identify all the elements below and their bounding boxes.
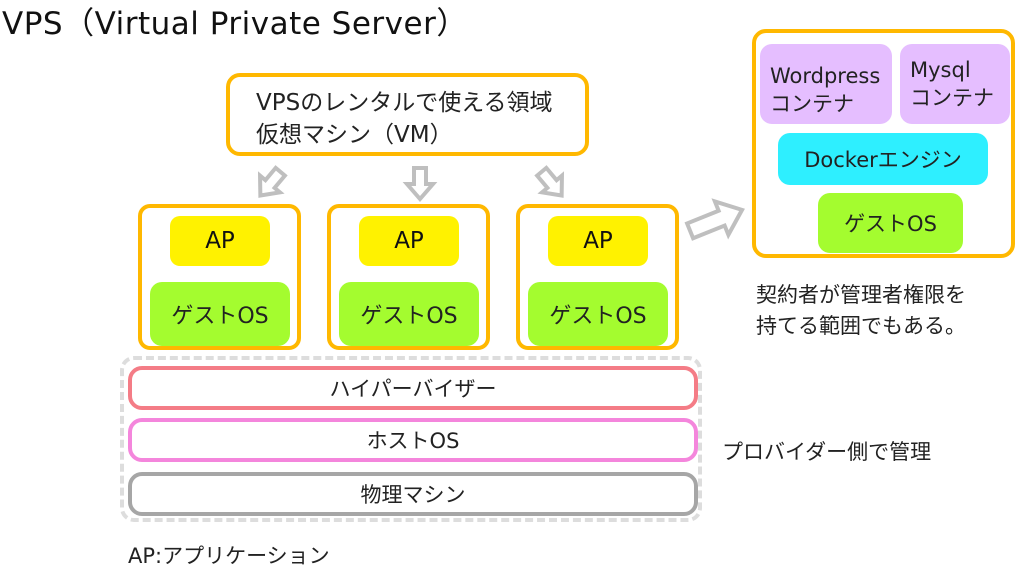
app-block: AP bbox=[359, 216, 459, 266]
provider-note: プロバイダー側で管理 bbox=[722, 440, 932, 464]
wordpress-container-block: Wordpress コンテナ bbox=[760, 44, 892, 124]
app-block: AP bbox=[548, 216, 648, 266]
contract-note-line2: 持てる範囲でもある。 bbox=[756, 314, 966, 338]
mysql-container-line1: Mysql bbox=[910, 58, 971, 82]
guest-os-block: ゲストOS bbox=[150, 282, 290, 346]
vm-box-1: AP ゲストOS bbox=[138, 204, 301, 350]
vm-box-2: AP ゲストOS bbox=[327, 204, 490, 350]
guest-os-block: ゲストOS bbox=[528, 282, 668, 346]
docker-guest-os-block: ゲストOS bbox=[818, 193, 963, 253]
legend-note: AP:アプリケーション bbox=[128, 544, 330, 568]
app-block: AP bbox=[170, 216, 270, 266]
mysql-container-line2: コンテナ bbox=[910, 86, 994, 110]
contract-note-line1: 契約者が管理者権限を bbox=[756, 283, 966, 307]
arrow-down-icon bbox=[402, 166, 438, 203]
arrow-down-left-icon bbox=[257, 165, 288, 198]
arrow-down-right-icon bbox=[534, 165, 565, 198]
docker-detail-box: Wordpress コンテナ Mysql コンテナ Dockerエンジン ゲスト… bbox=[752, 29, 1015, 258]
vm-box-3: AP ゲストOS bbox=[516, 204, 679, 350]
provider-managed-region: ハイパーバイザー ホストOS 物理マシン bbox=[120, 356, 702, 522]
vm-note-line1: VPSのレンタルで使える領域 bbox=[256, 90, 553, 116]
page-title: VPS（Virtual Private Server） bbox=[2, 6, 468, 42]
vm-note-box: VPSのレンタルで使える領域 仮想マシン（VM） bbox=[226, 73, 589, 156]
hypervisor-layer: ハイパーバイザー bbox=[128, 366, 698, 410]
guest-os-block: ゲストOS bbox=[339, 282, 479, 346]
wordpress-container-line2: コンテナ bbox=[770, 92, 854, 116]
physical-machine-layer: 物理マシン bbox=[128, 472, 698, 516]
vm-note-line2: 仮想マシン（VM） bbox=[256, 122, 453, 148]
contract-note: 契約者が管理者権限を 持てる範囲でもある。 bbox=[756, 280, 966, 342]
wordpress-container-line1: Wordpress bbox=[770, 64, 881, 88]
host-os-layer: ホストOS bbox=[128, 418, 698, 462]
docker-engine-block: Dockerエンジン bbox=[778, 133, 988, 185]
arrow-right-icon bbox=[684, 198, 745, 241]
mysql-container-block: Mysql コンテナ bbox=[900, 44, 1010, 124]
